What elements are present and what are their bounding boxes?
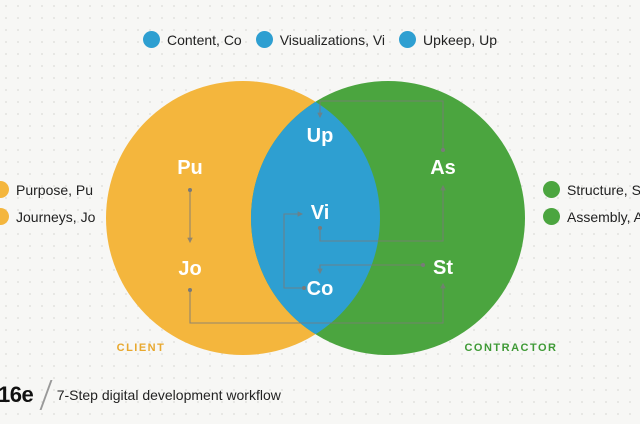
- legend-dot: [255, 31, 273, 48]
- legend-item-journeys: Journeys, Jo: [0, 208, 95, 225]
- legend-item-content: Content, Co: [143, 31, 242, 48]
- legend-dot: [543, 208, 560, 225]
- legend-item-assembly: Assembly, A: [543, 208, 640, 225]
- node-jo: Jo: [178, 258, 201, 280]
- node-pu: Pu: [177, 157, 203, 179]
- flow-connectors: [187, 100, 446, 324]
- legend-dot: [0, 181, 9, 198]
- footer-caption: 7-Step digital development workflow: [56, 387, 281, 403]
- legend-label: Upkeep, Up: [423, 31, 497, 48]
- legend-dot: [399, 31, 417, 48]
- node-co: Co: [307, 278, 334, 300]
- legend-label: Content, Co: [167, 31, 242, 48]
- node-as: As: [430, 157, 456, 179]
- legend-dot: [0, 208, 9, 225]
- legend-top: Content, Co Visualizations, Vi Upkeep, U…: [0, 31, 640, 48]
- legend-item-purpose: Purpose, Pu: [0, 181, 95, 198]
- legend-right: Structure, S Assembly, A: [543, 181, 640, 235]
- legend-item-upkeep: Upkeep, Up: [399, 31, 497, 48]
- node-vi: Vi: [311, 202, 330, 224]
- legend-dot: [143, 31, 160, 48]
- set-label-client: CLIENT: [117, 342, 166, 354]
- set-label-contractor: CONTRACTOR: [464, 342, 557, 354]
- legend-item-visualizations: Visualizations, Vi: [255, 31, 386, 48]
- flow-dots: [188, 148, 445, 292]
- legend-label: Journeys, Jo: [16, 208, 96, 225]
- shared-intersection: [251, 81, 380, 355]
- divider-slash: [39, 380, 53, 410]
- legend-label: Structure, S: [567, 181, 640, 198]
- node-st: St: [433, 257, 453, 279]
- legend-left: Purpose, Pu Journeys, Jo: [0, 181, 95, 235]
- brand-logo: 16e: [0, 382, 34, 407]
- legend-label: Purpose, Pu: [16, 181, 94, 198]
- legend-label: Assembly, A: [567, 208, 640, 225]
- legend-dot: [543, 181, 560, 198]
- legend-label: Visualizations, Vi: [279, 31, 386, 48]
- footer: 16e 7-Step digital development workflow: [0, 380, 281, 410]
- legend-item-structure: Structure, S: [543, 181, 640, 198]
- node-up: Up: [307, 125, 334, 147]
